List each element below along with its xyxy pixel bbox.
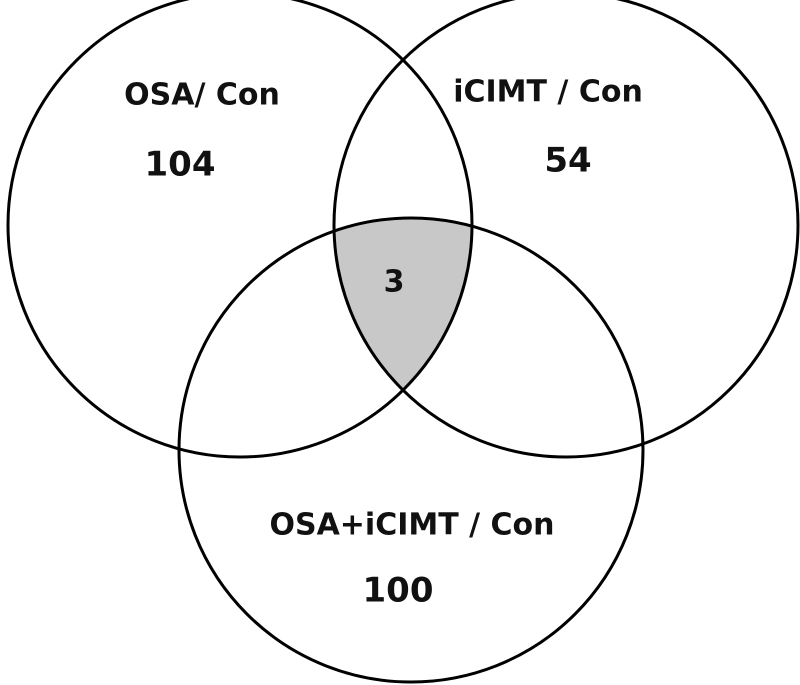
set-count-icimt-con: 54: [544, 141, 591, 181]
set-count-osa-icimt-con: 100: [363, 571, 434, 611]
set-count-osa-con: 104: [145, 145, 216, 185]
triple-intersection-region: [334, 218, 472, 457]
set-circle-icimt-con: [332, 0, 800, 459]
intersection-count: 3: [384, 265, 405, 300]
set-label-osa-icimt-con: OSA+iCIMT / Con: [269, 508, 554, 543]
set-label-osa-con: OSA/ Con: [124, 78, 280, 113]
set-circle-osa-icimt-con: [177, 216, 645, 684]
set-label-icimt-con: iCIMT / Con: [453, 75, 643, 110]
